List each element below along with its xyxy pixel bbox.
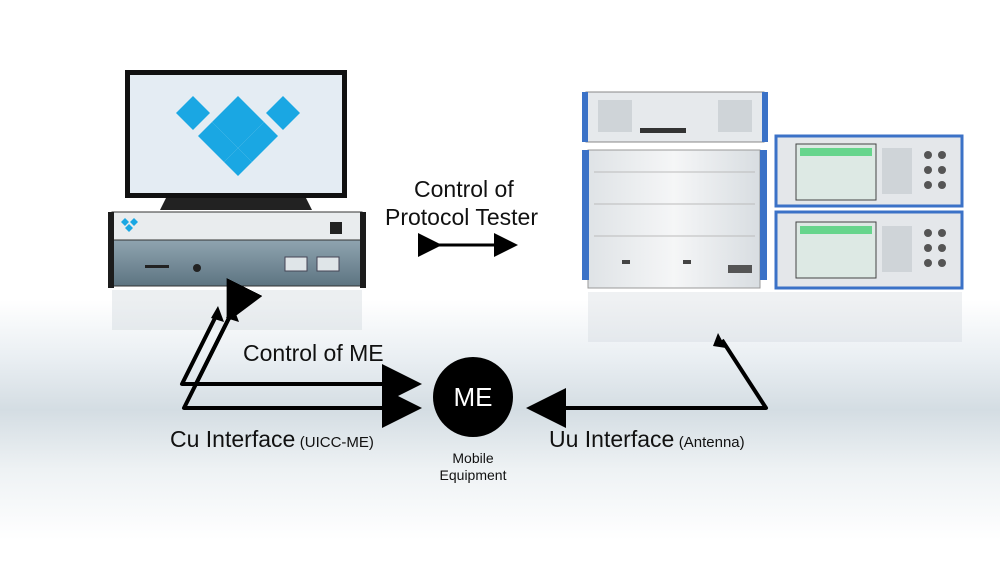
mobile-equipment-caption: Mobile Equipment — [433, 450, 513, 484]
keyboard — [160, 198, 312, 210]
cu-interface-note: (UICC-ME) — [299, 434, 374, 451]
uu-interface-arrow — [526, 338, 768, 428]
uu-interface-title: Uu Interface — [549, 426, 675, 452]
control-protocol-label-line1: Control of — [414, 176, 514, 202]
teal-v-logo — [176, 96, 300, 176]
cu-interface-label: Cu Interface (UICC-ME) — [170, 426, 374, 453]
mobile-label-line1: Mobile — [452, 450, 494, 466]
uu-interface-label: Uu Interface (Antenna) — [549, 426, 745, 453]
protocol-tester-rack — [582, 91, 964, 342]
uu-interface-note: (Antenna) — [678, 434, 745, 451]
mobile-label-line2: Equipment — [439, 467, 507, 483]
control-me-label: Control of ME — [243, 340, 384, 366]
cu-interface-title: Cu Interface — [170, 426, 296, 452]
control-protocol-label-line2: Protocol Tester — [385, 204, 538, 230]
interlab-workstation — [108, 70, 366, 330]
mobile-equipment-node: ME — [433, 357, 513, 437]
me-label: ME — [453, 381, 493, 412]
cu-interface-arrow — [182, 311, 422, 428]
uu-up-arrowhead — [713, 333, 726, 348]
interlab-unit-top — [111, 211, 363, 241]
upward-arrowheads — [211, 306, 239, 322]
